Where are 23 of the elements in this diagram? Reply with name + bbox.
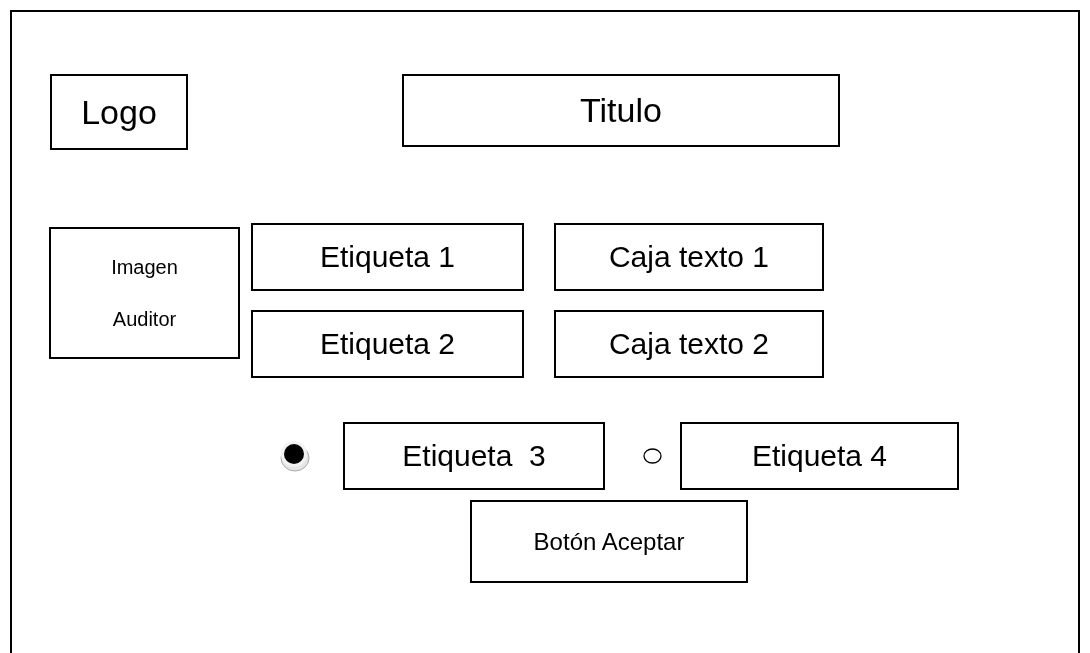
header-box [50, 74, 188, 150]
button-text: Botón Aceptar [533, 527, 685, 556]
label-box [251, 223, 524, 291]
text-input-box [554, 223, 824, 291]
title-box [402, 74, 840, 147]
box-text: Logo [81, 92, 157, 132]
button-box [470, 500, 748, 583]
box-text: Caja texto 2 [608, 327, 770, 361]
radio-selected-icon [280, 440, 312, 474]
box-text: Etiqueta 1 [319, 240, 456, 274]
box-text: Imagen Auditor [110, 255, 179, 332]
label-box [680, 422, 959, 490]
title-text: Titulo [580, 91, 662, 130]
box-text: Etiqueta 4 [751, 439, 888, 473]
image-box [49, 227, 240, 359]
label-box [343, 422, 605, 490]
label-box [251, 310, 524, 378]
page-frame [10, 10, 1080, 653]
box-text: Etiqueta 3 [402, 439, 546, 473]
box-text: Caja texto 1 [608, 240, 770, 274]
text-input-box [554, 310, 824, 378]
box-text: Etiqueta 2 [319, 327, 456, 361]
radio-empty-icon [643, 448, 662, 466]
